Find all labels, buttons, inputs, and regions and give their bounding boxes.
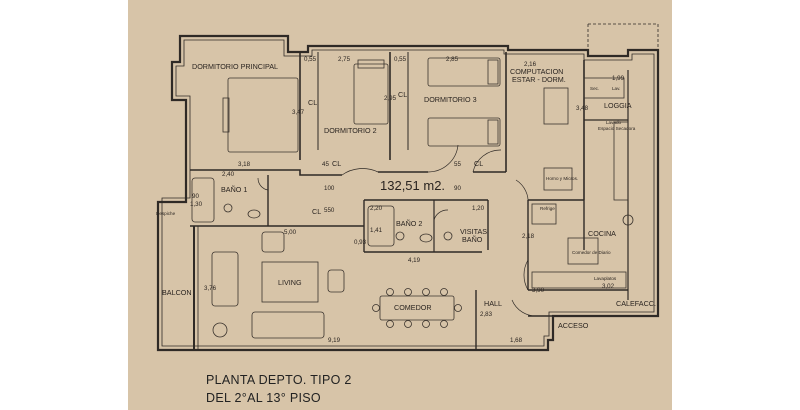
closet-label: CL [332,159,341,168]
closet-label: CL [308,98,317,107]
room-label-estar-dorm: ESTAR - DORM. [512,75,566,84]
dimension: 2,18 [522,233,535,240]
dimension: 3,18 [238,161,251,168]
dimension: 1,41 [370,227,383,234]
dimension: 3,48 [576,105,589,112]
dimension: 3,76 [204,285,217,292]
dimension: 550 [324,207,335,214]
dimension: 2,95 [384,95,397,102]
dimension: 2,75 [338,56,351,63]
closet-label: CL [312,207,321,216]
room-label-bano-1: BAÑO 1 [221,185,247,194]
dimension: 2,20 [370,205,383,212]
closet-label: CL [398,90,407,99]
room-label-visitas-bano: BAÑO [462,235,483,244]
dimension: 100 [324,185,335,192]
dimension: 2,16 [524,61,537,68]
dimension: 0,55 [304,56,317,63]
room-label-calefacc: CALEFACC. [616,299,656,308]
fixture-label: Comedor de Diario [572,250,611,255]
room-label-loggia: LOGGIA [604,101,632,110]
room-label-dormitorio-2: DORMITORIO 2 [324,126,377,135]
floor-plan-drawing: DORMITORIO PRINCIPAL DORMITORIO 2 DORMIT… [156,23,660,405]
room-label-balcon: BALCON [162,288,192,297]
dimension: 3,02 [602,283,615,290]
dimension: 3,90 [532,287,545,294]
dimension: 1,99 [612,75,625,82]
room-label-dormitorio-3: DORMITORIO 3 [424,95,477,104]
dimension: 3,47 [292,109,305,116]
closet-label: CL [474,159,483,168]
fixture-label: Lavaplatos [594,276,617,281]
fixture-label: Refrige [540,206,555,211]
room-label-visitas: VISITAS [460,227,487,236]
room-label-bano-2: BAÑO 2 [396,219,422,228]
dimension: 0,93 [354,239,367,246]
floor-plan-sheet: DORMITORIO PRINCIPAL DORMITORIO 2 DORMIT… [128,0,672,410]
dimension: 1,20 [472,205,485,212]
plan-title-line-2: DEL 2°AL 13° PISO [206,391,321,405]
dimension: 1,68 [510,337,523,344]
dimension: 1,30 [190,201,203,208]
fixture-label: Lav. [612,86,620,91]
fixture-label: Lavado [606,120,622,125]
outer-wall [156,34,660,352]
dimension: 55 [454,161,461,168]
room-label-acceso: ACCESO [558,321,589,330]
dimension: 2,85 [446,56,459,63]
dimension: 90 [192,193,199,200]
fixture-label: Sec. [590,86,599,91]
room-label-living: LIVING [278,278,302,287]
area-total: 132,51 m2. [380,178,445,193]
dimension: 5,00 [284,229,297,236]
fixture-label: Espacio Secadora [598,126,636,131]
dimension: 45 [322,161,329,168]
dimension: 90 [454,185,461,192]
fixture-label: Horno y Micros. [546,176,578,181]
room-label-comedor: COMEDOR [394,303,432,312]
room-label-computacion: COMPUTACION [510,67,563,76]
dimension: 2,40 [222,171,235,178]
dimension: 9,19 [328,337,341,344]
room-label-cocina: COCINA [588,229,616,238]
fixture-label: Despiche [156,211,176,216]
room-label-hall: HALL [484,299,502,308]
dimension: 2,83 [480,311,493,318]
dimension: 4,19 [408,257,421,264]
dimension: 0,55 [394,56,407,63]
plan-title-line-1: PLANTA DEPTO. TIPO 2 [206,373,352,387]
room-label-dormitorio-principal: DORMITORIO PRINCIPAL [192,62,278,71]
